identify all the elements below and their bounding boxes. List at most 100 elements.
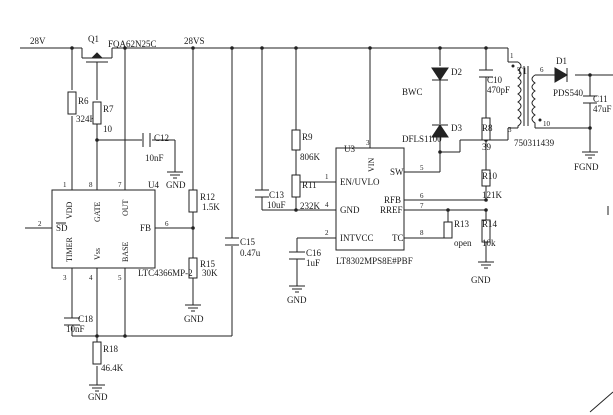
diode-d3: D3 DFLS1100 [402,123,462,144]
resistor-r6: R6 324K [67,91,97,124]
net-label-28v: 28V [30,36,46,46]
u4-pin-sd: SD [56,223,68,233]
ground-symbol-r15: GND [184,304,204,324]
r18-value: 46.4K [101,363,124,373]
u3-pin-sw: SW [390,167,404,177]
u3-pin-tc: TC [392,233,404,243]
capacitor-c15: C15 0.47u [225,237,261,258]
resistor-r18: R18 46.4K [92,341,124,373]
u4-ref: U4 [148,180,159,190]
u3-pin-rfb: RFB [384,195,401,205]
r15-ref: R15 [200,259,216,269]
u3-pin-vin: VIN [367,158,376,172]
resistor-r11: R11 232K [291,174,321,211]
u4-pin-num-8: 8 [89,181,93,189]
u4-pin-num-3: 3 [63,274,67,282]
c18-value: 10nF [66,324,85,334]
u4-pin-num-5: 5 [118,274,122,282]
c13-value: 10uF [267,200,286,210]
u3-part: LT8302MPS8E#PBF [336,256,413,266]
u3-pin-en: EN/UVLO [340,177,380,187]
capacitor-c10: C10 470pF [479,69,510,95]
r14-value: 10k [482,238,496,248]
r9-ref: R9 [302,132,313,142]
r10-value: 121K [482,190,503,200]
u3-pin-rref: RREF [380,205,403,215]
r7-ref: R7 [103,104,114,114]
resistor-r12: R12 1.5K [188,189,220,213]
u3-pin-num-4: 4 [325,201,329,209]
u3-pin-num-5: 5 [420,164,424,172]
ic-u3: U3 LT8302MPS8E#PBF EN/UVLO VIN SW GND RF… [325,139,424,266]
c16-ref: C16 [306,248,322,258]
r13-value: open [454,238,472,248]
resistor-r14: R14 10k [481,219,498,248]
c12-value: 10nF [145,153,164,163]
u4-pin-num-7: 7 [118,181,122,189]
r11-ref: R11 [302,180,317,190]
c16-value: 1uF [306,258,320,268]
r13-ref: R13 [454,219,470,229]
u4-pin-num-2: 2 [38,220,42,228]
gnd-label-r15: GND [184,314,204,324]
resistor-r13: R13 open [443,219,472,248]
c18-ref: C18 [78,314,94,324]
u4-pin-vdd: VDD [65,201,74,219]
q1-part: FQA62N25C [108,39,157,49]
diode-d2: D2 BWC [402,67,462,97]
t1-pin-6: 6 [540,66,544,74]
u3-pin-num-1: 1 [325,173,329,181]
r15-value: 30K [202,268,218,278]
diode-d1: D1 PDS540 [553,56,584,98]
junction-dots [70,46,592,338]
r12-ref: R12 [200,192,215,202]
ground-symbol-fgnd: FGND [574,151,599,172]
gnd-label-c16: GND [287,295,307,305]
capacitor-c13: C13 10uF [255,189,286,210]
u3-pin-num-3: 3 [366,139,370,147]
fgnd-label: FGND [574,162,599,172]
r18-ref: R18 [103,344,119,354]
u4-pin-num-1: 1 [63,181,67,189]
r14-ref: R14 [482,219,498,229]
ic-u4: U4 LTC4366MP-2 VDD GATE OUT FB SD TIMER … [38,180,193,282]
u4-pin-num-6: 6 [165,220,169,228]
ground-symbol-c16: GND [287,285,307,305]
c12-ref: C12 [154,133,169,143]
gnd-label-c12: GND [166,180,186,190]
t1-part: 750311439 [514,138,555,148]
u4-pin-num-4: 4 [89,274,93,282]
u3-pin-num-8: 8 [420,229,424,237]
c11-value: 47uF [593,104,612,114]
u4-pin-out: OUT [121,199,130,216]
net-label-28vs: 28VS [184,36,205,46]
r6-ref: R6 [78,96,89,106]
c13-ref: C13 [269,190,285,200]
r11-value: 232K [300,201,321,211]
d1-ref: D1 [556,56,567,66]
capacitor-c12: C12 10nF [142,133,169,163]
u3-pin-num-7: 7 [420,202,424,210]
r10-ref: R10 [482,171,498,181]
u3-pin-intvcc: INTVCC [340,233,374,243]
d2-ref: D2 [451,67,462,77]
ground-symbol-r18: GND [88,384,108,402]
u4-part: LTC4366MP-2 [138,268,193,278]
r12-value: 1.5K [202,202,220,212]
q1-ref: Q1 [88,34,99,44]
capacitor-c11: C11 47uF [583,94,612,114]
t1-ref: T1 [517,66,527,76]
r7-value: 10 [103,124,113,134]
c15-value: 0.47u [240,248,261,258]
c10-value: 470pF [487,85,510,95]
r9-value: 806K [300,152,321,162]
u3-pin-num-6: 6 [420,192,424,200]
t1-pin-3: 3 [508,126,512,134]
resistor-r7: R7 10 [92,101,114,134]
c10-ref: C10 [487,75,503,85]
u3-pin-gnd: GND [340,205,360,215]
ground-symbol-r14: GND [471,261,494,285]
d3-part: DFLS1100 [402,134,442,144]
